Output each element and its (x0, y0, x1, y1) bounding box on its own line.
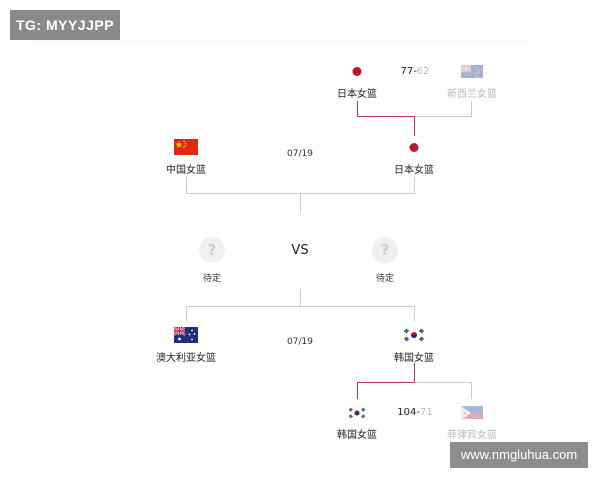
divider (30, 41, 530, 42)
australia-flag-icon (174, 327, 198, 343)
bottom-semifinal-team-a[interactable]: 韩国女篮 (337, 430, 377, 441)
match-date: 07/19 (287, 149, 313, 159)
top-semifinal-score: 77-62 (400, 66, 429, 77)
connector-line (357, 101, 358, 117)
connector-line (414, 116, 415, 136)
vs-label: VS (291, 243, 309, 258)
final-top-team-b[interactable]: 日本女篮 (394, 165, 434, 176)
connector-line (415, 382, 472, 383)
final-bottom-team-a[interactable]: 澳大利亚女篮 (156, 353, 216, 364)
connector-line (414, 177, 415, 194)
connector-line (357, 382, 415, 383)
final-bottom-team-b[interactable]: 韩国女篮 (394, 353, 434, 364)
connector-line (300, 193, 301, 213)
score-loser: 62 (416, 66, 430, 77)
connector-line (471, 101, 472, 117)
new-zealand-flag-icon (461, 64, 483, 78)
korea-flag-icon (347, 405, 367, 419)
china-flag-icon (174, 139, 198, 155)
score-winner: 104 (397, 407, 417, 418)
score-winner: 77 (400, 66, 414, 77)
connector-line (471, 382, 472, 399)
question-mark-icon: ? (372, 237, 398, 263)
top-semifinal-team-a[interactable]: 日本女篮 (337, 89, 377, 100)
connector-line (414, 306, 415, 321)
bottom-semifinal-team-b[interactable]: 菲律宾女篮 (447, 430, 497, 441)
site-watermark: www.nmgluhua.com (450, 442, 588, 468)
japan-flag-icon (352, 67, 362, 76)
final-top-team-a[interactable]: 中国女篮 (166, 165, 206, 176)
japan-flag-icon (409, 143, 419, 152)
match-date: 07/19 (287, 337, 313, 347)
connector-line (186, 306, 187, 321)
bottom-semifinal-score: 104-71 (397, 407, 432, 418)
connector-line (414, 363, 415, 383)
tg-watermark: TG: MYYJJPP (10, 10, 120, 40)
score-loser: 71 (419, 407, 433, 418)
score-separator: - (413, 66, 417, 77)
korea-flag-icon (402, 327, 426, 343)
connector-line (186, 177, 187, 194)
connector-line (300, 289, 301, 307)
philippines-flag-icon (461, 405, 483, 419)
top-semifinal-team-b[interactable]: 新西兰女篮 (447, 89, 497, 100)
connector-line (186, 306, 415, 307)
connector-line (415, 116, 472, 117)
score-separator: - (416, 407, 420, 418)
connector-line (357, 116, 415, 117)
question-mark-icon: ? (199, 237, 225, 263)
tbd-team-a: 待定 (202, 274, 222, 284)
tbd-team-b: 待定 (375, 274, 395, 284)
connector-line (357, 382, 358, 399)
